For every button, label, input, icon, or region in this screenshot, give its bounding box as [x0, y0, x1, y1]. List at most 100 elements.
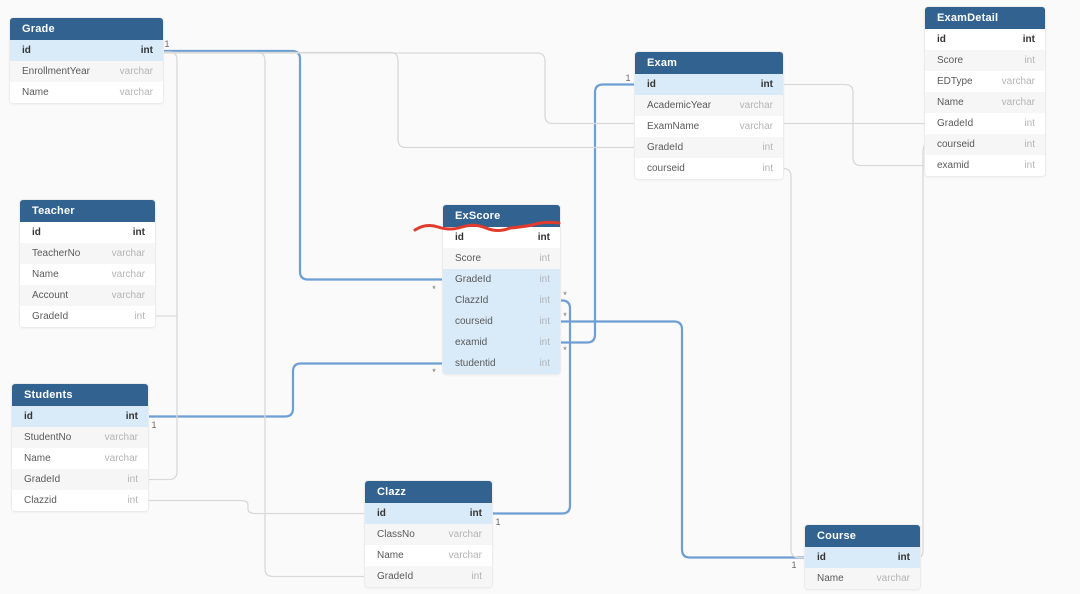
field-name: id — [455, 232, 464, 243]
field-name: examid — [937, 160, 970, 171]
field-name: ClassNo — [377, 529, 415, 540]
field-name: Score — [937, 55, 964, 66]
field-name: AcademicYear — [647, 100, 712, 111]
field-name: Name — [817, 573, 844, 584]
field-type: int — [539, 358, 550, 369]
field-type: varchar — [104, 453, 138, 464]
field-type: varchar — [1001, 97, 1035, 108]
table-header-Exam[interactable]: Exam — [635, 52, 783, 74]
field-type: int — [469, 508, 482, 519]
field-name: ClazzId — [455, 295, 489, 306]
relation-Exam.GradeId-to-Grade.id — [162, 51, 636, 149]
field-name: id — [937, 34, 946, 45]
field-type: int — [1024, 160, 1035, 171]
table-header-ExamDetail[interactable]: ExamDetail — [925, 7, 1045, 29]
field-name: courseid — [647, 163, 685, 174]
table-header-Teacher[interactable]: Teacher — [20, 200, 155, 222]
field-type: int — [127, 474, 138, 485]
field-name: Score — [455, 253, 482, 264]
field-type: int — [132, 227, 145, 238]
relation-Exam.courseid-to-Course.id — [782, 167, 806, 559]
field-row-ExamDetail-examid[interactable]: examid int — [925, 155, 1045, 176]
field-name: id — [24, 411, 33, 422]
field-type: varchar — [119, 87, 153, 98]
table-header-Clazz[interactable]: Clazz — [365, 481, 492, 503]
field-row-Grade-Name[interactable]: Name varchar — [10, 82, 163, 103]
field-type: int — [1024, 55, 1035, 66]
table-header-Students[interactable]: Students — [12, 384, 148, 406]
cardinality-label: 1 — [495, 517, 500, 527]
field-row-ExScore-Score[interactable]: Score int — [443, 248, 560, 269]
field-type: int — [1022, 34, 1035, 45]
field-name: id — [22, 45, 31, 56]
field-row-ExamDetail-Score[interactable]: Score int — [925, 50, 1045, 71]
relation-Course.id-to-ExScore.courseid — [558, 320, 807, 559]
table-header-Grade[interactable]: Grade — [10, 18, 163, 40]
field-name: ExamName — [647, 121, 700, 132]
field-row-Teacher-Account[interactable]: Account varchar — [20, 285, 155, 306]
field-type: int — [897, 552, 910, 563]
field-name: GradeId — [937, 118, 974, 129]
field-name: Account — [32, 290, 69, 301]
table-header-ExScore[interactable]: ExScore — [443, 205, 560, 227]
field-type: int — [539, 337, 550, 348]
relation-ExamDetail.courseid-to-Course.id — [917, 143, 926, 559]
field-row-ExScore-id[interactable]: id int — [443, 227, 560, 248]
field-name: Name — [377, 550, 404, 561]
field-type: varchar — [111, 269, 145, 280]
field-row-Exam-ExamName[interactable]: ExamName varchar — [635, 116, 783, 137]
field-name: GradeId — [377, 571, 414, 582]
field-type: int — [762, 142, 773, 153]
field-type: varchar — [739, 121, 773, 132]
field-type: int — [539, 253, 550, 264]
field-type: varchar — [104, 432, 138, 443]
field-row-ExamDetail-id[interactable]: id int — [925, 29, 1045, 50]
cardinality-label: * — [563, 311, 567, 321]
field-name: Name — [22, 87, 49, 98]
field-type: varchar — [111, 290, 145, 301]
field-type: int — [537, 232, 550, 243]
table-header-Course[interactable]: Course — [805, 525, 920, 547]
field-name: courseid — [937, 139, 975, 150]
cardinality-label: 1 — [151, 420, 156, 430]
